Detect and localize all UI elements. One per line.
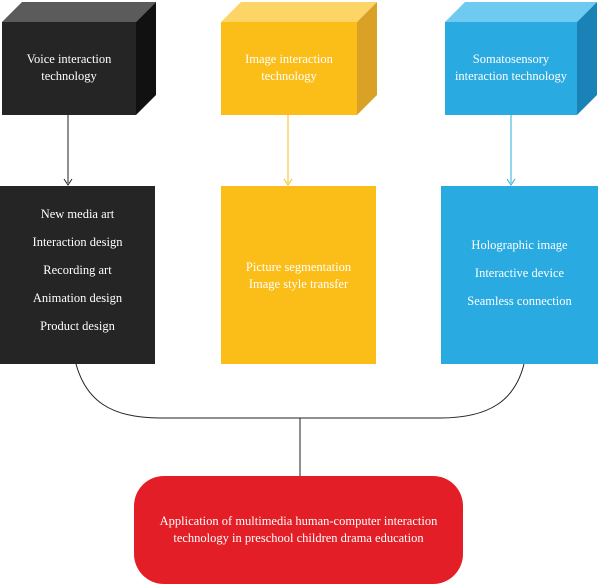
arrow-image [283, 115, 293, 186]
list-item: Animation design [32, 291, 123, 305]
cube-somatosensory-label: Somatosensory interaction technology [454, 52, 568, 83]
voice-items-list: New media art Interaction design Recordi… [0, 206, 155, 346]
list-item: Product design [40, 319, 115, 333]
cube-image [221, 2, 377, 115]
cube-voice [2, 2, 156, 115]
list-item: New media art [40, 207, 115, 221]
list-item: Image style transfer [248, 277, 349, 291]
application-label: Application of multimedia human-computer… [159, 514, 438, 545]
cube-somatosensory [445, 2, 597, 115]
list-item: Picture segmentation [245, 260, 352, 274]
arrow-somatosensory [506, 115, 516, 186]
somatosensory-items-list: Holographic image Interactive device Sea… [441, 237, 598, 321]
box-voice-items [0, 186, 155, 364]
list-item: Holographic image [471, 238, 568, 252]
cube-image-label: Image interaction technology [245, 52, 333, 83]
arrow-voice [63, 115, 73, 186]
connector [75, 363, 525, 476]
list-item: Seamless connection [467, 294, 572, 308]
application-box: Application of multimedia human-computer… [134, 476, 463, 584]
list-item: Interaction design [32, 235, 123, 249]
box-somatosensory-items [441, 186, 598, 364]
box-image-items [221, 186, 376, 364]
list-item: Recording art [43, 263, 112, 277]
image-items-list: Picture segmentation Image style transfe… [221, 259, 376, 293]
cube-voice-label: Voice interaction technology [26, 52, 112, 83]
list-item: Interactive device [474, 266, 565, 280]
